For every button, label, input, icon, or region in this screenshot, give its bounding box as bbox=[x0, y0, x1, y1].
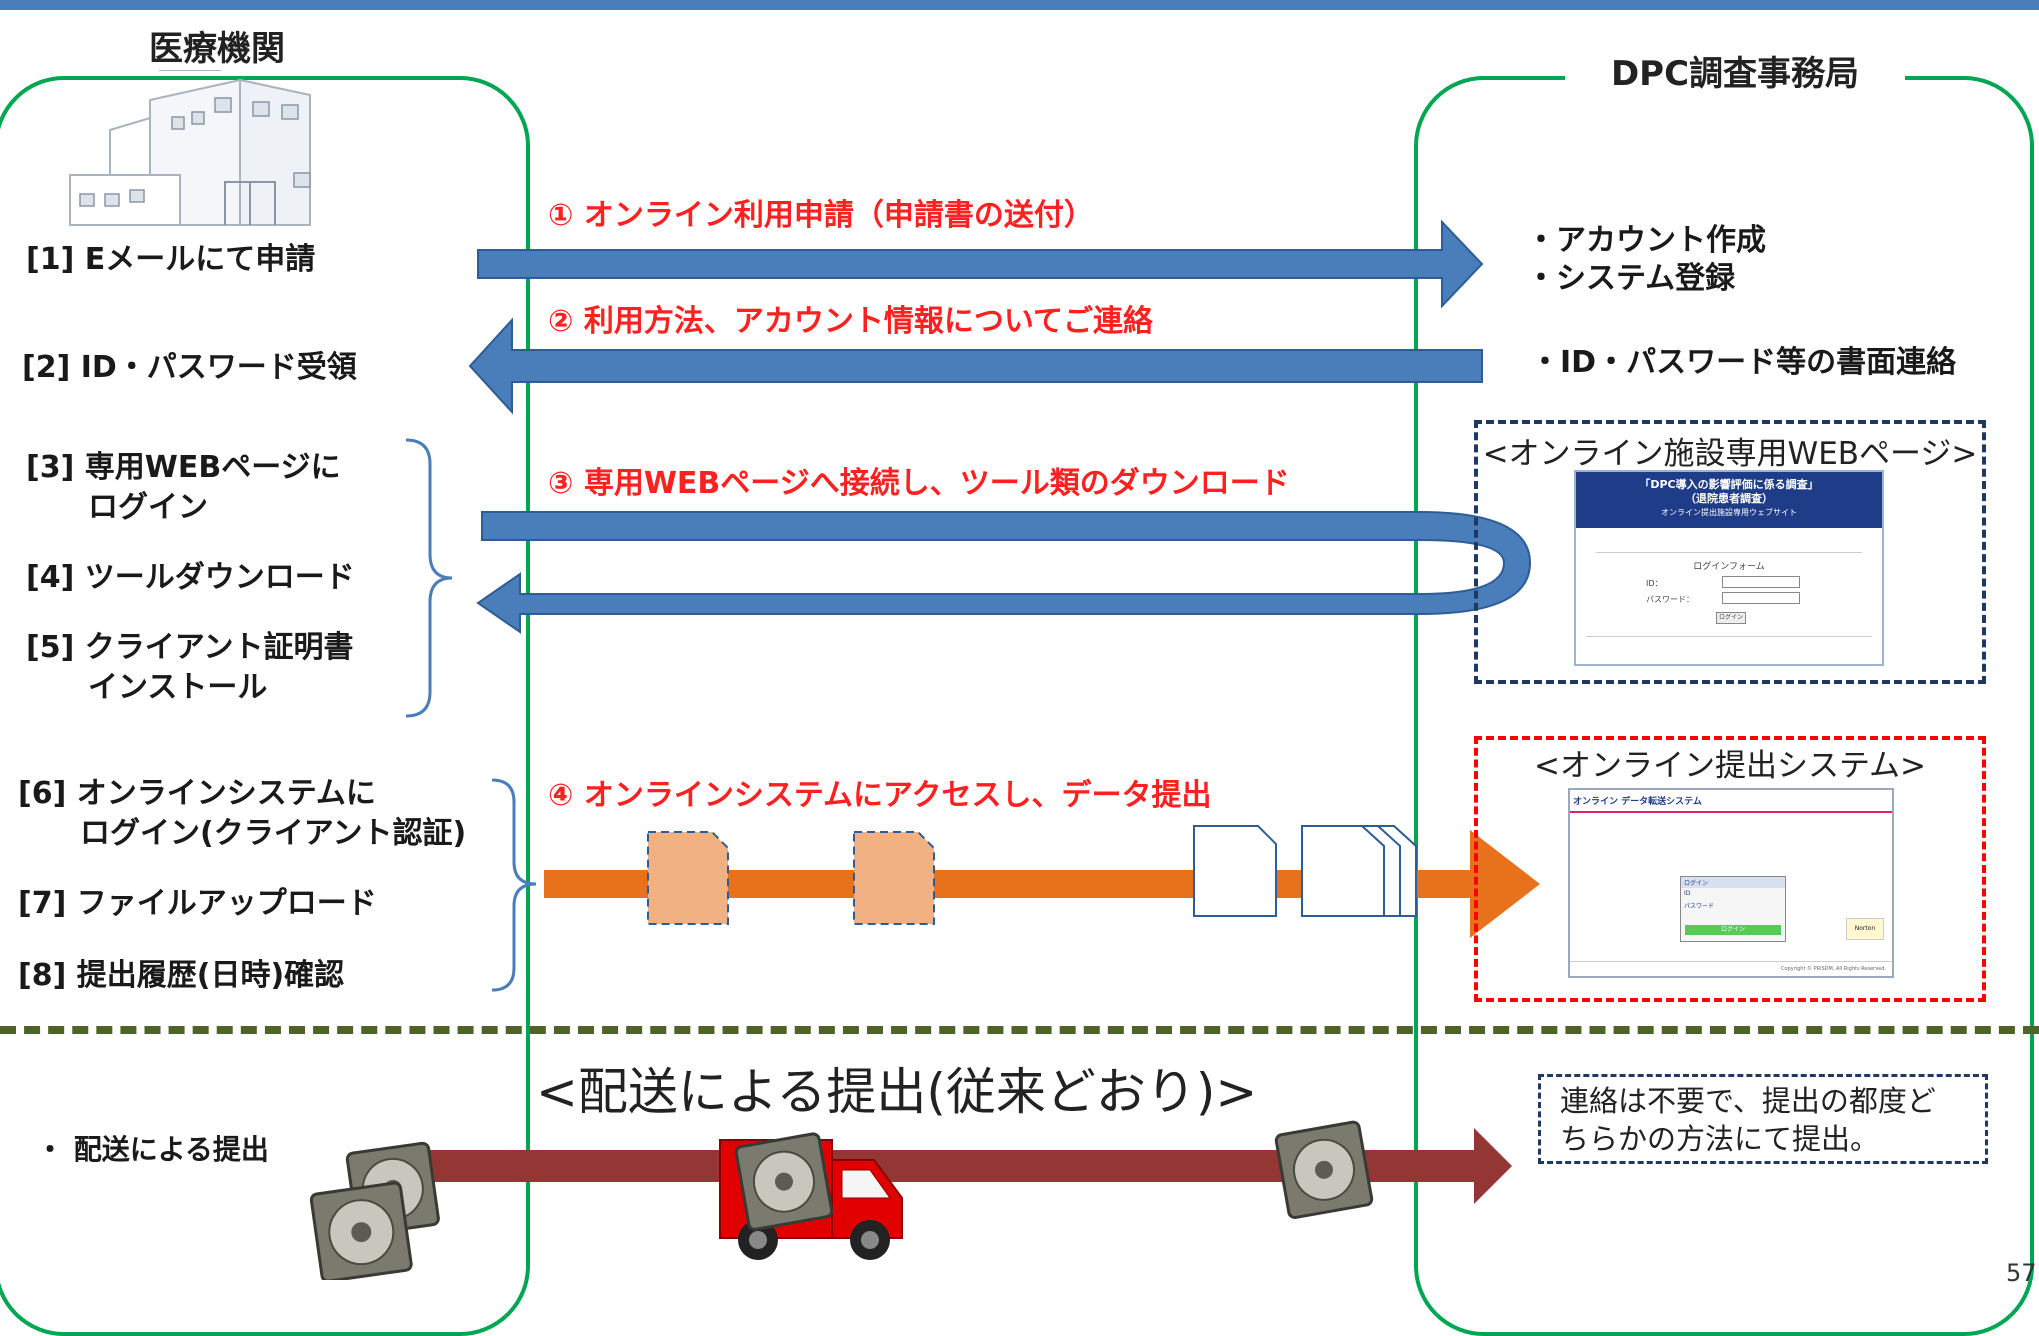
web-password-label: パスワード： bbox=[1646, 595, 1694, 604]
step-1: [1] Eメールにて申請 bbox=[26, 242, 316, 277]
web-header-line3: オンライン提出施設専用ウェブサイト bbox=[1661, 508, 1797, 517]
web-password-input[interactable] bbox=[1722, 592, 1800, 604]
delivery-step: ・ 配送による提出 bbox=[36, 1133, 269, 1166]
system-login-title: ログイン bbox=[1681, 877, 1785, 888]
loop-arrow-3 bbox=[476, 511, 1532, 634]
web-page-box-title: <オンライン施設専用WEBページ> bbox=[1482, 436, 1978, 472]
web-page-box bbox=[1474, 420, 1986, 684]
arrow-label-1: ① オンライン利用申請（申請書の送付） bbox=[548, 198, 1094, 233]
page-number: 57 bbox=[2006, 1259, 2037, 1287]
step-4: [4] ツールダウンロード bbox=[26, 560, 355, 595]
delivery-section-title: <配送による提出(従来どおり)> bbox=[536, 1063, 1258, 1121]
web-intro-text bbox=[1596, 538, 1862, 553]
norton-badge: Norton bbox=[1846, 918, 1884, 940]
medical-institution-title: 医療機関 bbox=[142, 28, 292, 70]
step-7: [7] ファイルアップロード bbox=[18, 886, 377, 921]
dpc-office-title: DPC調査事務局 bbox=[1565, 52, 1905, 96]
system-login-button[interactable]: ログイン bbox=[1685, 925, 1781, 935]
disc-icon bbox=[1274, 1120, 1374, 1220]
brace-steps-3-5 bbox=[405, 438, 453, 718]
delivery-truck-icon bbox=[719, 1132, 903, 1260]
arrow-label-3: ③ 専用WEBページへ接続し、ツール類のダウンロード bbox=[548, 466, 1290, 501]
login-form-title: ログインフォーム bbox=[1693, 562, 1765, 572]
section-divider bbox=[0, 1026, 2039, 1034]
delivery-note-line2: ちらかの方法にて提出。 bbox=[1560, 1122, 1880, 1156]
web-footer-notes bbox=[1586, 636, 1872, 657]
hospital-building-icon bbox=[69, 49, 311, 226]
system-password-label: パスワード bbox=[1684, 903, 1715, 910]
system-login-panel: ログイン ID パスワード ログイン bbox=[1680, 876, 1786, 942]
pending-file-icon bbox=[853, 831, 935, 925]
step-5-line2: インストール bbox=[88, 670, 268, 705]
web-id-input[interactable] bbox=[1722, 576, 1800, 588]
step-6-line2: ログイン(クライアント認証) bbox=[80, 816, 467, 851]
delivery-note-line1: 連絡は不要で、提出の都度ど bbox=[1560, 1084, 1936, 1118]
pending-file-icon bbox=[647, 831, 729, 925]
submission-system-title: <オンライン提出システム> bbox=[1533, 748, 1927, 784]
submission-system-screenshot: オンライン データ転送システム ログイン ID パスワード ログイン Norto… bbox=[1568, 788, 1894, 978]
arrow-4 bbox=[544, 830, 1540, 938]
step-6-line1: [6] オンラインシステムに bbox=[18, 776, 376, 811]
web-id-label: ID： bbox=[1646, 579, 1663, 588]
web-page-screenshot: 「DPC導入の影響評価に係る調査」 （退院患者調査） オンライン提出施設専用ウェ… bbox=[1574, 470, 1884, 666]
brace-steps-6-8 bbox=[491, 778, 537, 992]
web-page-header: 「DPC導入の影響評価に係る調査」 （退院患者調査） オンライン提出施設専用ウェ… bbox=[1576, 472, 1882, 528]
disc-stack-icon bbox=[309, 1141, 440, 1280]
arrow-label-2: ② 利用方法、アカウント情報についてご連絡 bbox=[548, 304, 1153, 339]
credentials-notice: ・ID・パスワード等の書面連絡 bbox=[1530, 345, 1957, 380]
file-icon bbox=[1193, 825, 1277, 917]
account-creation: ・アカウント作成 bbox=[1526, 223, 1766, 258]
step-3-line2: ログイン bbox=[88, 490, 208, 525]
system-copyright: Copyright © PRiSDM, All Rights Reserved. bbox=[1570, 961, 1892, 976]
system-header: オンライン データ転送システム bbox=[1570, 790, 1892, 813]
step-2: [2] ID・パスワード受領 bbox=[22, 350, 357, 385]
delivery-arrow bbox=[400, 1128, 1512, 1204]
file-stack-icon bbox=[1301, 825, 1417, 917]
top-bar bbox=[0, 0, 2039, 10]
delivery-note-box bbox=[1538, 1074, 1988, 1164]
step-5-line1: [5] クライアント証明書 bbox=[26, 630, 354, 665]
web-login-button[interactable]: ログイン bbox=[1716, 612, 1746, 624]
web-header-line1: 「DPC導入の影響評価に係る調査」 bbox=[1639, 478, 1819, 491]
arrow-label-4: ④ オンラインシステムにアクセスし、データ提出 bbox=[548, 778, 1212, 813]
submission-system-box bbox=[1474, 736, 1986, 1002]
step-8: [8] 提出履歴(日時)確認 bbox=[18, 958, 345, 993]
system-id-label: ID bbox=[1684, 890, 1691, 897]
web-header-line2: （退院患者調査） bbox=[1685, 492, 1773, 505]
system-registration: ・システム登録 bbox=[1526, 261, 1736, 296]
arrow-2 bbox=[468, 317, 1483, 415]
step-3-line1: [3] 専用WEBページに bbox=[26, 450, 341, 485]
arrow-1 bbox=[477, 219, 1484, 309]
flow-arrows bbox=[400, 219, 1540, 1204]
